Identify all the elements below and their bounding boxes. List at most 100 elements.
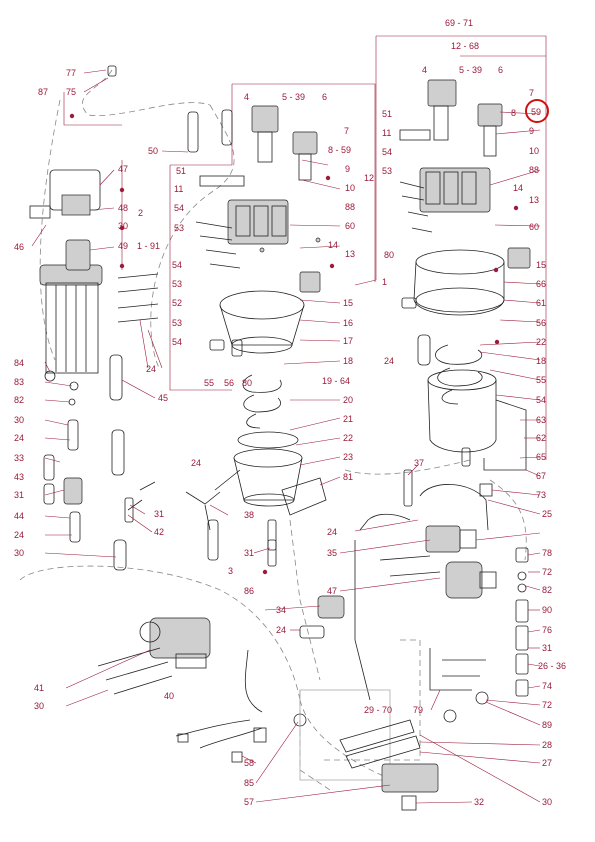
callout-83[interactable]: 83 [14,377,24,387]
callout-26-36[interactable]: 26 - 36 [538,661,566,671]
callout-42[interactable]: 42 [154,527,164,537]
callout-3[interactable]: 3 [228,566,233,576]
callout-69-71[interactable]: 69 - 71 [445,18,473,28]
callout-53-right[interactable]: 53 [382,166,392,176]
callout-88-center[interactable]: 88 [345,202,355,212]
callout-30-left-a[interactable]: 30 [14,415,24,425]
callout-31-right[interactable]: 31 [542,643,552,653]
callout-58[interactable]: 58 [244,758,254,768]
callout-66[interactable]: 66 [536,279,546,289]
callout-19-64[interactable]: 19 - 64 [322,376,350,386]
callout-8-right[interactable]: 8 [511,108,516,118]
callout-15-right[interactable]: 15 [536,260,546,270]
callout-24-left-b[interactable]: 24 [14,530,24,540]
callout-60-center[interactable]: 60 [345,221,355,231]
callout-49[interactable]: 49 [118,241,128,251]
callout-24-left-a[interactable]: 24 [14,433,24,443]
callout-10-center[interactable]: 10 [345,183,355,193]
callout-14-right[interactable]: 14 [513,183,523,193]
callout-30-right[interactable]: 30 [542,797,552,807]
callout-48[interactable]: 48 [118,203,128,213]
callout-33[interactable]: 33 [14,453,24,463]
callout-18-center[interactable]: 18 [343,356,353,366]
callout-80-right[interactable]: 80 [384,250,394,260]
callout-61[interactable]: 61 [536,298,546,308]
callout-62[interactable]: 62 [536,433,546,443]
callout-78[interactable]: 78 [542,548,552,558]
callout-47[interactable]: 47 [118,164,128,174]
callout-46[interactable]: 46 [14,242,24,252]
callout-27[interactable]: 27 [542,758,552,768]
callout-16[interactable]: 16 [343,318,353,328]
highlight-circle-59[interactable] [525,99,549,123]
callout-11-right[interactable]: 11 [382,128,391,138]
callout-24-right[interactable]: 24 [384,356,394,366]
callout-6-center[interactable]: 6 [322,92,327,102]
callout-72-b[interactable]: 72 [542,700,552,710]
callout-31-left[interactable]: 31 [14,490,24,500]
callout-72-a[interactable]: 72 [542,567,552,577]
callout-9-center[interactable]: 9 [345,164,350,174]
callout-30[interactable]: 30 [118,221,128,231]
callout-53-center-b[interactable]: 53 [172,279,182,289]
callout-73[interactable]: 73 [536,490,546,500]
callout-37[interactable]: 37 [414,458,424,468]
callout-56-right[interactable]: 56 [536,318,546,328]
callout-89[interactable]: 89 [542,720,552,730]
callout-2[interactable]: 2 [138,208,143,218]
callout-22-center[interactable]: 22 [343,433,353,443]
callout-74[interactable]: 74 [542,681,552,691]
callout-81[interactable]: 81 [343,472,353,482]
callout-9-right[interactable]: 9 [529,126,534,136]
callout-54-center-a[interactable]: 54 [174,203,184,213]
callout-21[interactable]: 21 [343,414,353,424]
callout-84[interactable]: 84 [14,358,24,368]
callout-30-low[interactable]: 30 [34,701,44,711]
callout-6-right[interactable]: 6 [498,65,503,75]
callout-86[interactable]: 86 [244,586,254,596]
callout-31-center[interactable]: 31 [244,548,254,558]
callout-79[interactable]: 79 [413,705,423,715]
callout-51-right[interactable]: 51 [382,109,392,119]
callout-88-right[interactable]: 88 [529,165,539,175]
callout-55-right[interactable]: 55 [536,375,546,385]
callout-12-center[interactable]: 12 [364,173,374,183]
callout-29-70[interactable]: 29 - 70 [364,705,392,715]
callout-82-left[interactable]: 82 [14,395,24,405]
callout-54-right-b[interactable]: 54 [536,395,546,405]
callout-20[interactable]: 20 [343,395,353,405]
callout-5-39-right[interactable]: 5 - 39 [459,65,482,75]
callout-43[interactable]: 43 [14,472,24,482]
callout-45[interactable]: 45 [158,393,168,403]
callout-82-right[interactable]: 82 [542,585,552,595]
callout-11-center[interactable]: 11 [174,184,183,194]
callout-63[interactable]: 63 [536,415,546,425]
callout-57[interactable]: 57 [244,797,254,807]
callout-17[interactable]: 17 [343,336,353,346]
callout-1-center[interactable]: 1 [382,277,387,287]
callout-13-right[interactable]: 13 [529,195,539,205]
callout-22-right[interactable]: 22 [536,337,546,347]
callout-10-right[interactable]: 10 [529,146,539,156]
callout-4-right[interactable]: 4 [422,65,427,75]
callout-35[interactable]: 35 [327,548,337,558]
callout-60-right[interactable]: 60 [529,222,539,232]
callout-13-center[interactable]: 13 [345,249,355,259]
callout-47-bottom[interactable]: 47 [327,586,337,596]
callout-51-center[interactable]: 51 [176,166,186,176]
callout-4-center[interactable]: 4 [244,92,249,102]
callout-90[interactable]: 90 [542,605,552,615]
callout-15-center[interactable]: 15 [343,298,353,308]
callout-52[interactable]: 52 [172,298,182,308]
callout-24-low[interactable]: 24 [276,625,286,635]
callout-40[interactable]: 40 [164,691,174,701]
callout-53-center-a[interactable]: 53 [174,223,184,233]
callout-38[interactable]: 38 [244,510,254,520]
callout-25[interactable]: 25 [542,509,552,519]
callout-44[interactable]: 44 [14,511,24,521]
callout-76[interactable]: 76 [542,625,552,635]
callout-50[interactable]: 50 [148,146,158,156]
callout-75[interactable]: 75 [66,87,76,97]
callout-59[interactable]: 59 [531,107,541,117]
callout-31-mid[interactable]: 31 [154,509,164,519]
